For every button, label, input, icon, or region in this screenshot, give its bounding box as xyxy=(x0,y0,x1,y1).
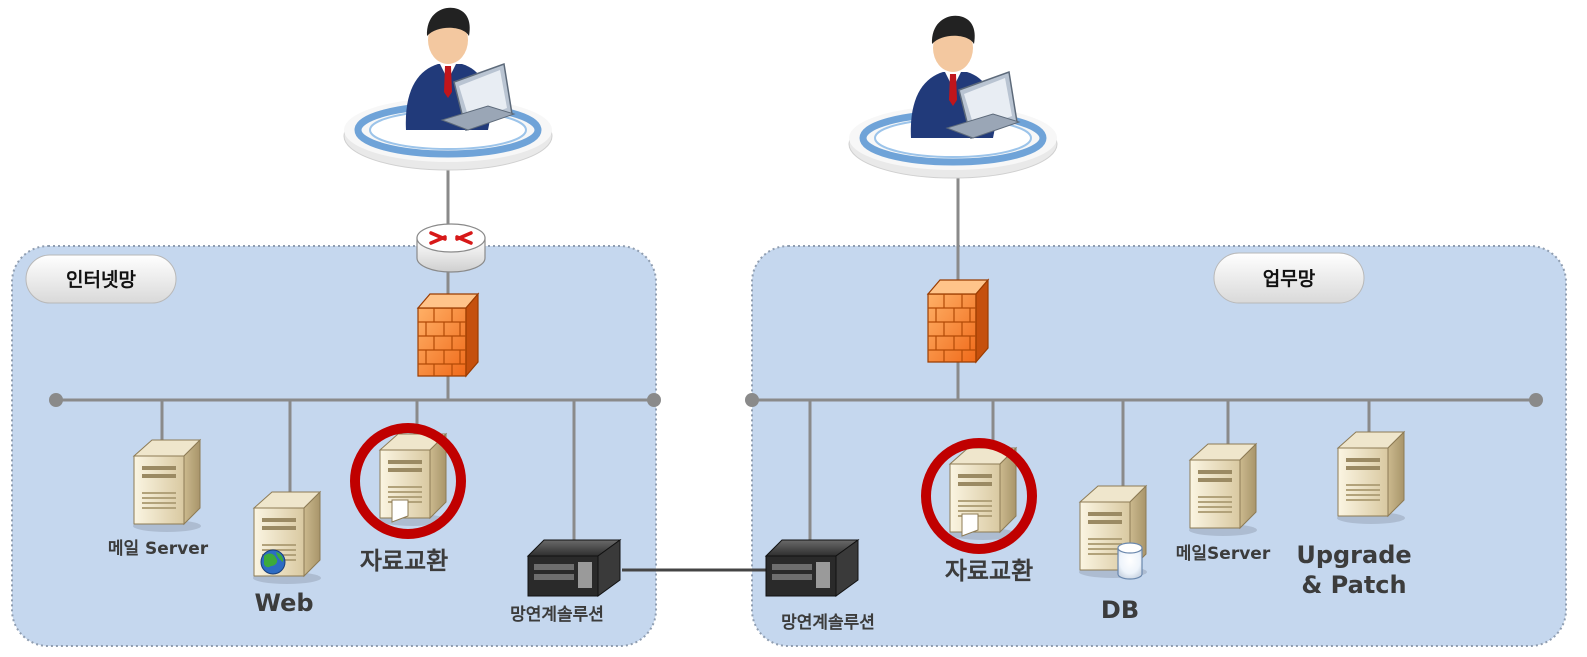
internet-link-solution-label: 망연계솔루션 xyxy=(510,605,604,625)
backbone-nodes xyxy=(49,393,1543,407)
db-server-icon xyxy=(1078,485,1148,580)
business-exchange-highlight-ring xyxy=(921,438,1037,554)
internet-firewall-icon xyxy=(417,293,479,377)
business-zone-label: 업무망 xyxy=(1263,268,1316,290)
router-icon xyxy=(416,223,486,273)
internet-zone-badge: 인터넷망 xyxy=(25,254,177,304)
business-zone xyxy=(751,245,1567,647)
internet-zone-label: 인터넷망 xyxy=(66,269,136,291)
web-server-icon xyxy=(252,491,322,585)
business-link-solution-icon xyxy=(764,539,860,597)
business-zone-badge: 업무망 xyxy=(1213,252,1365,304)
business-mail-server-label: 메일Server xyxy=(1176,544,1271,564)
internet-zone xyxy=(11,245,657,647)
web-server-label: Web xyxy=(254,589,313,617)
internet-user-icon xyxy=(344,8,552,170)
business-exchange-server-icon xyxy=(948,447,1018,541)
business-link-solution-label: 망연계솔루션 xyxy=(781,613,875,633)
db-server-label: DB xyxy=(1101,596,1139,624)
internet-mail-server-label: 메일 Server xyxy=(108,539,209,559)
internet-link-solution-icon xyxy=(526,539,622,597)
business-user-icon xyxy=(849,16,1057,178)
upgrade-label-line1: Upgrade xyxy=(1296,541,1411,569)
internet-exchange-highlight-ring xyxy=(350,423,466,539)
business-exchange-label: 자료교환 xyxy=(945,557,1033,585)
internet-exchange-server-icon xyxy=(378,433,448,527)
business-firewall-icon xyxy=(927,279,989,363)
internet-exchange-label: 자료교환 xyxy=(360,547,448,575)
upgrade-label-line2: & Patch xyxy=(1301,571,1406,599)
